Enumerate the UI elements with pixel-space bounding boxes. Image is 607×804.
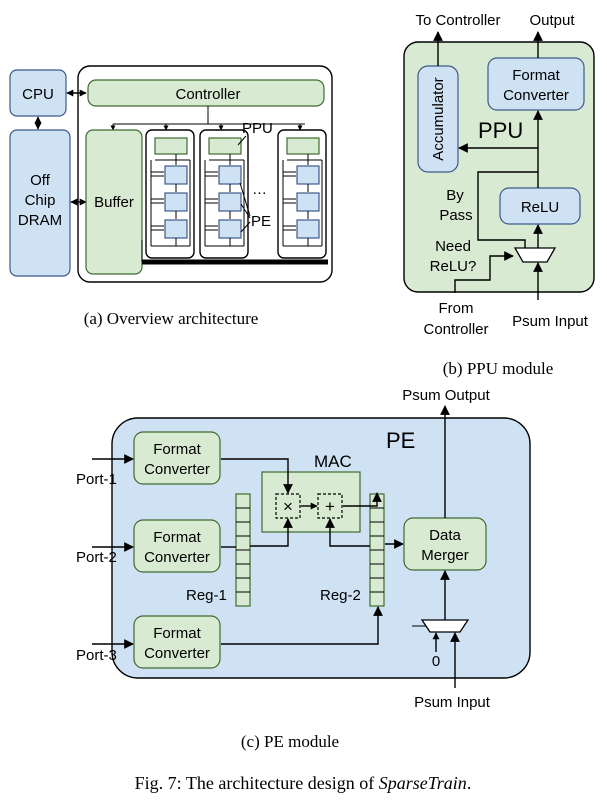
cpu-box bbox=[9, 69, 67, 117]
bypass-path bbox=[477, 171, 538, 248]
pe-column-3 bbox=[277, 129, 327, 259]
mac-box bbox=[261, 471, 361, 533]
cpu-label: CPU bbox=[22, 86, 54, 103]
pe-leader-3 bbox=[240, 221, 251, 233]
caption-a: (a) Overview architecture bbox=[84, 309, 259, 328]
psum-output-label: Psum Output bbox=[402, 387, 490, 404]
pe-block bbox=[296, 219, 320, 239]
to-controller-label: To Controller bbox=[415, 12, 500, 29]
pe-container bbox=[111, 417, 531, 679]
ppu-leader bbox=[237, 135, 247, 146]
relu-box bbox=[499, 187, 581, 225]
pe-annotation: PE bbox=[251, 213, 271, 230]
fc2-label-2: Converter bbox=[144, 549, 210, 566]
fc2-label-1: Format bbox=[153, 529, 201, 546]
port-2-label: Port-2 bbox=[76, 549, 117, 566]
fc1-to-mult bbox=[221, 458, 293, 494]
reg2-to-add bbox=[325, 518, 370, 547]
dram-label-1: Off bbox=[30, 172, 51, 189]
relu-label: ReLU bbox=[521, 199, 559, 216]
caption-prefix: Fig. 7: The architecture design of bbox=[135, 773, 379, 793]
merger-label-2: Merger bbox=[421, 547, 469, 564]
format-converter-box bbox=[487, 57, 585, 111]
format-converter-2 bbox=[133, 519, 221, 573]
merger-label-1: Data bbox=[429, 527, 461, 544]
overview-diagram: CPU Off Chip DRAM Controller Buffer bbox=[9, 65, 333, 328]
ppu-title: PPU bbox=[478, 118, 523, 143]
pe-block bbox=[296, 192, 320, 212]
from-label-1: From bbox=[439, 300, 474, 317]
reg-2 bbox=[369, 493, 385, 607]
pe-leader-2 bbox=[240, 203, 251, 219]
dram-box bbox=[9, 129, 71, 277]
adder-symbol: + bbox=[325, 497, 335, 516]
caption-suffix: . bbox=[467, 773, 472, 793]
pe-column-1 bbox=[145, 129, 195, 259]
pe-block bbox=[164, 192, 188, 212]
adder-box bbox=[317, 493, 343, 519]
bypass-label-2: Pass bbox=[439, 207, 472, 224]
pe-block bbox=[218, 165, 242, 185]
pe-mux bbox=[420, 619, 470, 633]
accumulator-label: Accumulator bbox=[430, 77, 447, 160]
output-label: Output bbox=[529, 12, 575, 29]
pe-column-2 bbox=[199, 129, 249, 259]
reg-1 bbox=[235, 493, 251, 607]
ppu-block bbox=[154, 137, 188, 155]
format-label-2: Converter bbox=[503, 87, 569, 104]
caption-c: (c) PE module bbox=[241, 732, 339, 751]
zero-label: 0 bbox=[432, 653, 440, 670]
port-1-label: Port-1 bbox=[76, 471, 117, 488]
multiplier-box bbox=[275, 493, 301, 519]
controller-box bbox=[87, 79, 325, 107]
psum-input-label-b: Psum Input bbox=[512, 313, 589, 330]
format-label-1: Format bbox=[512, 67, 560, 84]
caption-b: (b) PPU module bbox=[443, 359, 554, 378]
pe-block bbox=[164, 219, 188, 239]
fc3-label-1: Format bbox=[153, 625, 201, 642]
reg-2-label: Reg-2 bbox=[320, 587, 361, 604]
pe-block bbox=[218, 219, 242, 239]
pe-block bbox=[164, 165, 188, 185]
dram-label-3: DRAM bbox=[18, 212, 62, 229]
caption-name: SparseTrain bbox=[379, 773, 467, 793]
buffer-box bbox=[85, 129, 143, 275]
controller-label: Controller bbox=[175, 86, 240, 103]
fc1-label-1: Format bbox=[153, 441, 201, 458]
multiplier-symbol: × bbox=[283, 497, 293, 516]
pe-block bbox=[296, 165, 320, 185]
fc1-label-2: Converter bbox=[144, 461, 210, 478]
need-relu-label-2: ReLU? bbox=[430, 258, 477, 275]
ppu-diagram: To Controller Output Accumulator Format … bbox=[403, 12, 595, 378]
figure-caption: Fig. 7: The architecture design of Spars… bbox=[135, 773, 472, 793]
buffer-label: Buffer bbox=[94, 194, 134, 211]
port-3-label: Port-3 bbox=[76, 647, 117, 664]
format-converter-1 bbox=[133, 431, 221, 485]
mac-label: MAC bbox=[314, 452, 352, 471]
dram-label-2: Chip bbox=[25, 192, 56, 209]
ppu-block bbox=[208, 137, 242, 155]
ppu-mux bbox=[513, 247, 557, 263]
format-converter-3 bbox=[133, 615, 221, 669]
from-label-2: Controller bbox=[423, 321, 488, 338]
pe-ellipsis: … bbox=[252, 181, 267, 198]
reg1-to-mult bbox=[250, 518, 293, 547]
ppu-block bbox=[286, 137, 320, 155]
fc3-to-reg2 bbox=[221, 606, 383, 645]
pe-title: PE bbox=[386, 428, 415, 453]
fc3-label-2: Converter bbox=[144, 645, 210, 662]
reg-1-label: Reg-1 bbox=[186, 587, 227, 604]
pe-leader-1 bbox=[239, 182, 251, 217]
ppu-annotation: PPU bbox=[242, 120, 273, 137]
psum-input-label-c: Psum Input bbox=[414, 694, 491, 711]
bypass-label-1: By bbox=[446, 187, 464, 204]
ctrl-to-mux bbox=[454, 251, 514, 293]
pe-diagram: Psum Output PE Format Converter Format C… bbox=[76, 387, 531, 751]
need-relu-label-1: Need bbox=[435, 238, 471, 255]
pe-block bbox=[218, 192, 242, 212]
add-to-reg2 bbox=[343, 492, 382, 507]
